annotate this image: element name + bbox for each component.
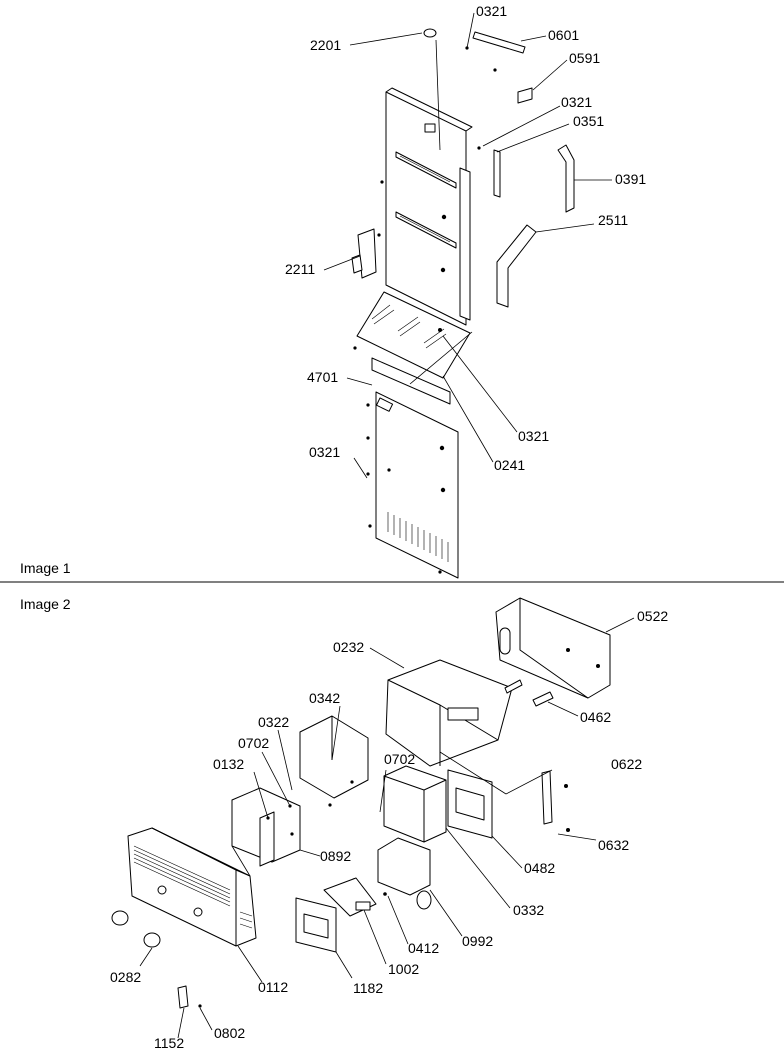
callout-0462: 0462 bbox=[580, 709, 611, 725]
image2-title: Image 2 bbox=[20, 596, 71, 612]
callout-0321-right: 0321 bbox=[518, 428, 549, 444]
callout-0591: 0591 bbox=[569, 50, 600, 66]
callout-0321-top: 0321 bbox=[476, 3, 507, 19]
image1-drawing bbox=[323, 12, 612, 579]
callout-0322: 0322 bbox=[258, 714, 289, 730]
callout-0282: 0282 bbox=[110, 969, 141, 985]
callout-0321-upper: 0321 bbox=[561, 94, 592, 110]
callout-0412: 0412 bbox=[408, 940, 439, 956]
callout-0132: 0132 bbox=[213, 756, 244, 772]
callout-0342: 0342 bbox=[309, 690, 340, 706]
callout-0622: 0622 bbox=[611, 756, 642, 772]
callout-0601: 0601 bbox=[548, 27, 579, 43]
callout-0802: 0802 bbox=[214, 1025, 245, 1041]
callout-1152: 1152 bbox=[154, 1035, 184, 1051]
callout-0522: 0522 bbox=[637, 608, 668, 624]
callout-2201: 2201 bbox=[310, 37, 341, 53]
callout-0702-center: 0702 bbox=[384, 751, 415, 767]
callout-0332: 0332 bbox=[513, 902, 544, 918]
callout-0632: 0632 bbox=[598, 837, 629, 853]
callout-1002: 1002 bbox=[388, 961, 419, 977]
callout-0112: 0112 bbox=[258, 979, 288, 995]
callout-4701: 4701 bbox=[307, 369, 338, 385]
callout-0321-left: 0321 bbox=[309, 444, 340, 460]
image2-drawing bbox=[111, 597, 635, 1039]
callout-0482: 0482 bbox=[524, 860, 555, 876]
callout-0232: 0232 bbox=[333, 639, 364, 655]
callout-1182: 1182 bbox=[353, 980, 383, 996]
callout-0391: 0391 bbox=[615, 171, 646, 187]
callout-0351: 0351 bbox=[573, 113, 604, 129]
callout-2511: 2511 bbox=[598, 212, 628, 228]
callout-0702-left: 0702 bbox=[238, 735, 269, 751]
image1-title: Image 1 bbox=[20, 560, 71, 576]
callout-2211: 2211 bbox=[285, 261, 315, 277]
callout-0241: 0241 bbox=[494, 457, 525, 473]
callout-0992: 0992 bbox=[462, 933, 493, 949]
callout-0892: 0892 bbox=[320, 848, 351, 864]
